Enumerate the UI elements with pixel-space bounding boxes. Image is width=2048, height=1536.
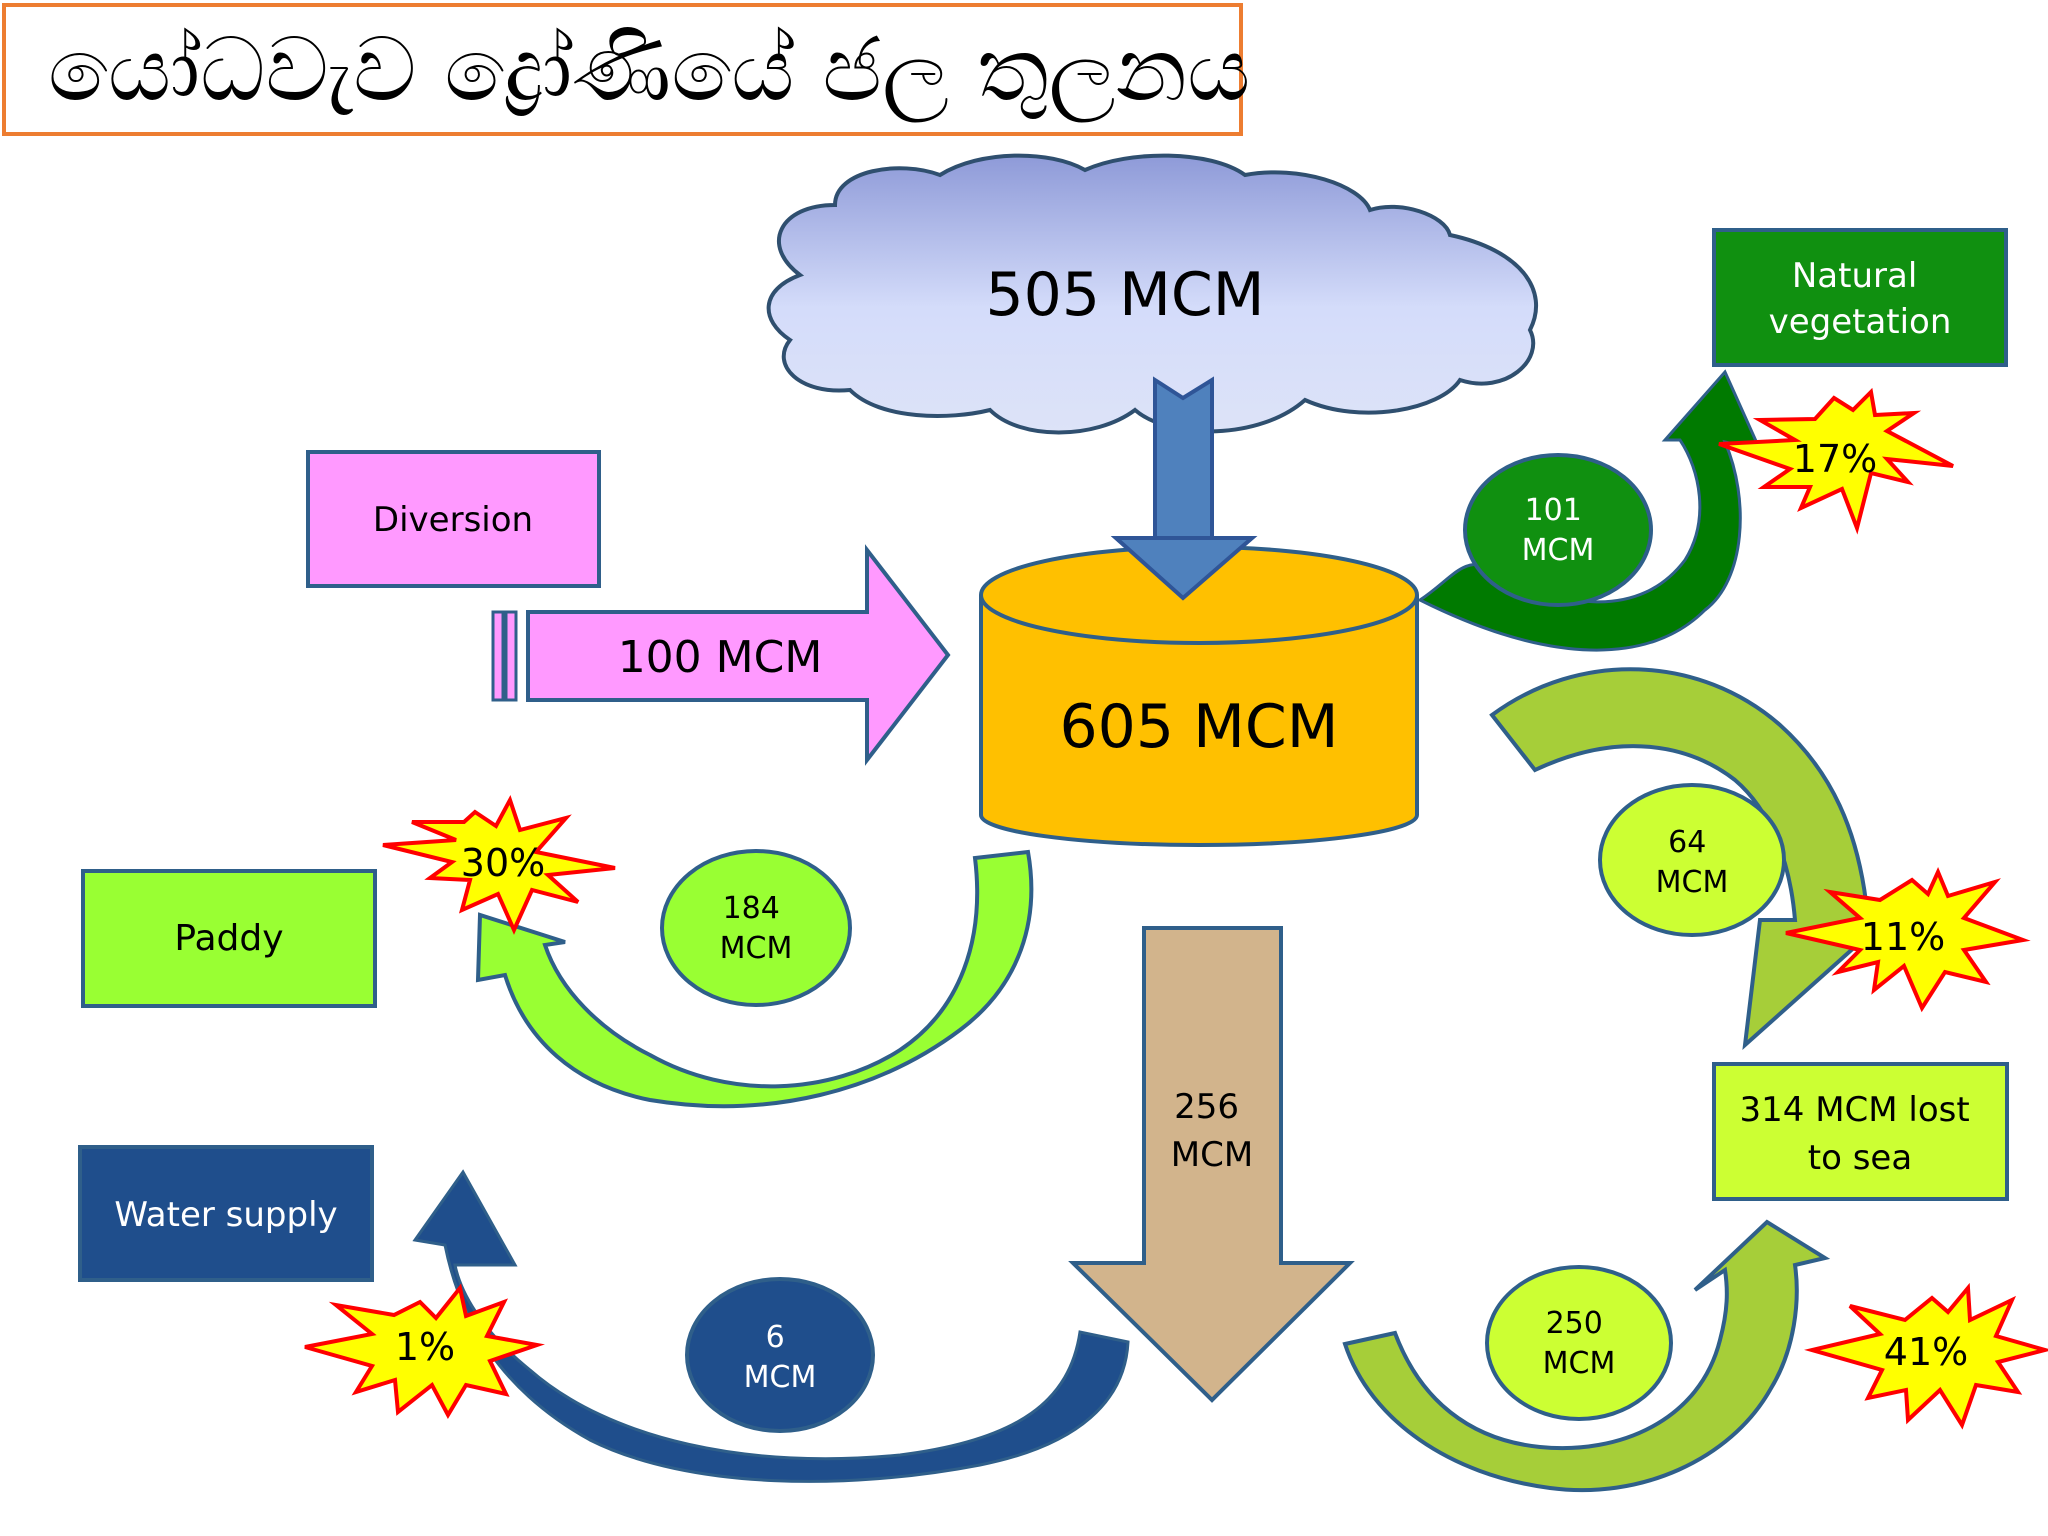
spill-percent: 11% <box>1861 915 1945 959</box>
rainfall-value: 505 MCM <box>985 260 1264 330</box>
sea-outflow-percent: 41% <box>1884 1330 1968 1374</box>
title-box: යෝධවැව ද්‍රෝණියේ ජල තුලනය <box>2 3 1250 136</box>
lost-to-sea-label-line1: 314 MCM lost <box>1739 1090 1969 1130</box>
paddy-amount-number: 184 <box>723 891 780 926</box>
downstream-amount: 256 MCM <box>1171 1087 1253 1175</box>
lost-to-sea-label: 314 MCM lost to sea <box>1739 1090 1980 1178</box>
diversion-box <box>306 450 601 588</box>
natural-vegetation-amount-bubble <box>1463 453 1653 607</box>
lost-to-sea-label-line2: to sea <box>1808 1138 1912 1178</box>
paddy-percent: 30% <box>461 841 545 885</box>
natural-vegetation-percent: 17% <box>1793 437 1877 481</box>
spill-amount-unit: MCM <box>1656 865 1729 900</box>
sea-outflow-amount-unit: MCM <box>1543 1346 1616 1381</box>
page-title: යෝධවැව ද්‍රෝණියේ ජල තුලනය <box>48 17 1251 121</box>
water-supply-amount-unit: MCM <box>744 1360 817 1395</box>
downstream-arrow <box>1068 926 1355 1403</box>
natural-vegetation-amount-unit: MCM <box>1522 533 1595 568</box>
reservoir-value: 605 MCM <box>1059 692 1338 762</box>
natural-vegetation-label: Natural vegetation <box>1769 256 1952 342</box>
paddy-percent-burst <box>382 794 616 935</box>
reservoir-cylinder <box>979 545 1419 847</box>
water-supply-box <box>78 1145 374 1282</box>
water-supply-label: Water supply <box>114 1195 337 1235</box>
sea-outflow-percent-burst <box>1804 1282 2048 1430</box>
water-supply-amount-number: 6 <box>766 1320 785 1355</box>
paddy-box <box>81 869 377 1008</box>
diversion-label: Diversion <box>373 500 533 540</box>
water-supply-amount: 6 MCM <box>744 1320 817 1395</box>
spill-percent-burst <box>1785 866 2031 1013</box>
sea-outflow-amount-bubble <box>1485 1265 1673 1421</box>
natural-vegetation-label-line2: vegetation <box>1769 302 1952 342</box>
paddy-arrow <box>475 849 1034 1109</box>
spill-amount: 64 MCM <box>1656 825 1729 900</box>
diversion-arrow <box>491 544 951 766</box>
diversion-value: 100 MCM <box>618 632 823 683</box>
downstream-amount-number: 256 <box>1174 1087 1239 1127</box>
water-supply-percent: 1% <box>395 1325 455 1369</box>
natural-vegetation-label-line1: Natural <box>1792 256 1917 296</box>
natural-vegetation-percent-burst <box>1718 387 1954 535</box>
sea-outflow-amount-number: 250 <box>1546 1306 1603 1341</box>
downstream-amount-unit: MCM <box>1171 1135 1253 1175</box>
water-supply-arrow <box>412 1169 1130 1483</box>
paddy-amount: 184 MCM <box>720 891 793 966</box>
water-supply-percent-burst <box>304 1283 545 1420</box>
lost-to-sea-box <box>1712 1062 2009 1201</box>
rainfall-cloud <box>766 153 1538 435</box>
natural-vegetation-amount: 101 MCM <box>1522 493 1595 568</box>
spill-amount-bubble <box>1598 783 1786 937</box>
water-supply-amount-bubble <box>685 1277 875 1433</box>
paddy-label: Paddy <box>174 918 283 959</box>
rainfall-arrow-head <box>1110 536 1258 601</box>
paddy-amount-unit: MCM <box>720 931 793 966</box>
paddy-amount-bubble <box>660 849 852 1007</box>
sea-outflow-arrow <box>1342 1219 1831 1493</box>
sea-outflow-amount: 250 MCM <box>1543 1306 1616 1381</box>
spill-amount-number: 64 <box>1668 825 1706 860</box>
natural-vegetation-box <box>1712 228 2008 367</box>
natural-vegetation-amount-number: 101 <box>1525 493 1582 528</box>
